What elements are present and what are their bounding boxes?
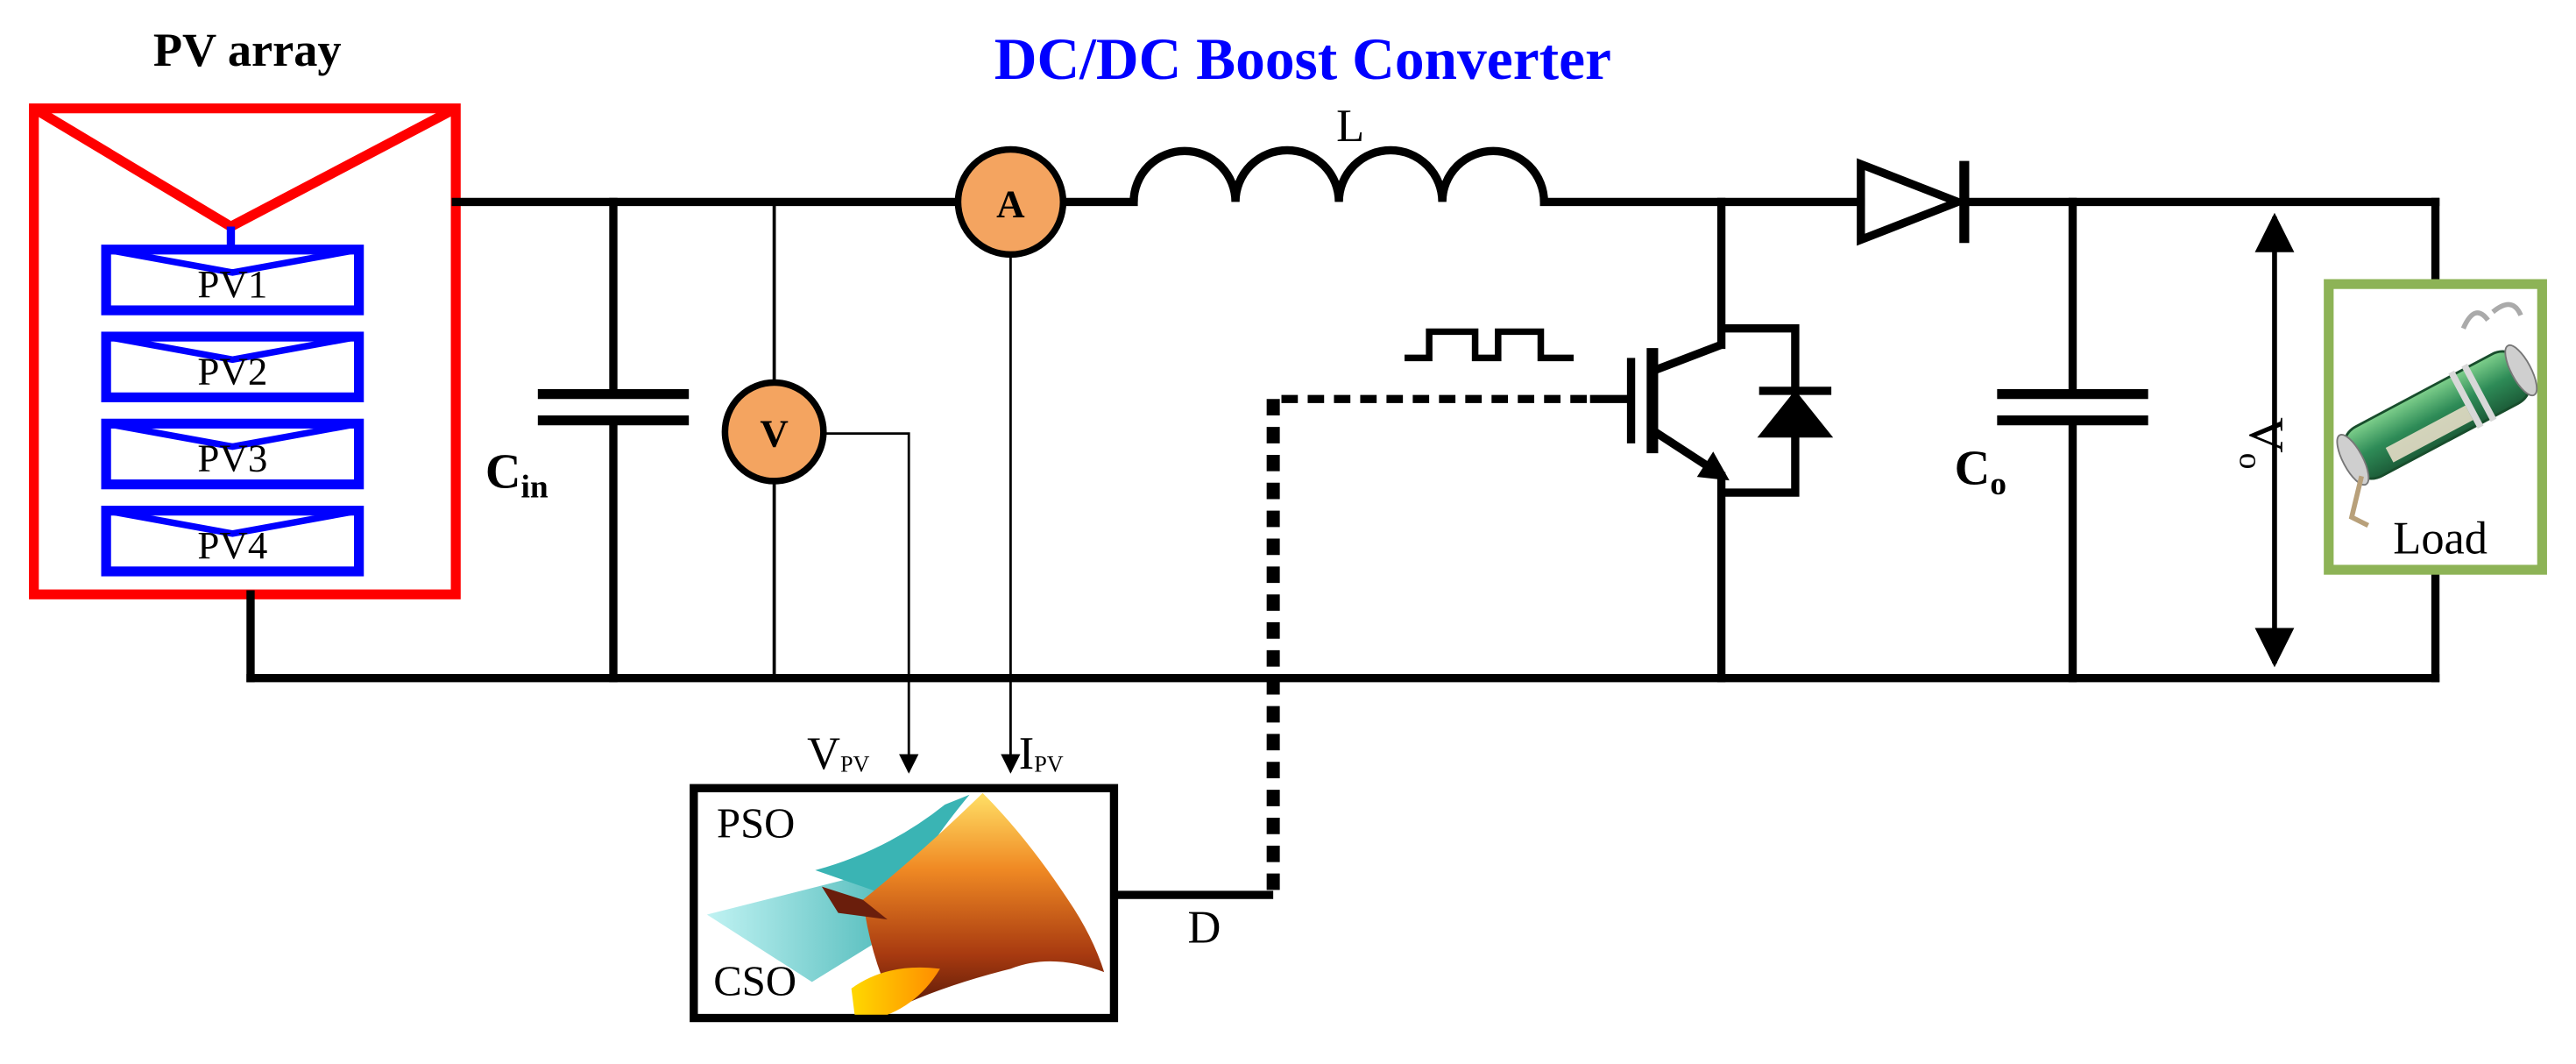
pv-module-symbol: [105, 246, 360, 276]
pv-array-frame: [29, 103, 461, 599]
pv-array-label: PV array: [153, 24, 342, 76]
vo-label: Vo: [2233, 417, 2293, 469]
mppt-controller: PSO CSO: [690, 784, 1119, 1023]
pv-module-label: PV1: [197, 262, 267, 306]
pv-module-frame: [101, 418, 364, 490]
pv-module-frame: [101, 245, 364, 316]
duty-command-line: [1117, 394, 1587, 899]
boost-diode: [1857, 158, 1970, 246]
pv-module: PV4: [101, 506, 364, 577]
ammeter: A: [954, 145, 1067, 259]
pv-module-symbol: [105, 420, 360, 450]
sense-lines: [823, 254, 1021, 774]
pv-module-frame: [101, 506, 364, 577]
ammeter-label: A: [996, 181, 1025, 225]
duty-label: D: [1188, 902, 1221, 953]
load-resistor-image: [2336, 301, 2538, 528]
pv-module-label: PV4: [197, 523, 267, 567]
pv-module-label: PV3: [197, 436, 267, 480]
igbt-switch: [1589, 324, 1834, 497]
inductor: L: [1129, 101, 1548, 202]
pv-module-label: PV2: [197, 349, 267, 393]
vpv-label: VPV: [807, 728, 869, 779]
pv-module: PV1: [101, 245, 364, 316]
converter-title: DC/DC Boost Converter: [994, 26, 1611, 92]
voltmeter-label: V: [760, 412, 788, 456]
co-label: Co: [1955, 442, 2006, 502]
load: Load: [2324, 279, 2547, 575]
pv-module-symbol: [105, 507, 360, 537]
load-label: Load: [2393, 513, 2488, 564]
voltmeter: V: [721, 379, 827, 485]
pv-module-frame: [101, 331, 364, 402]
matlab-logo: [706, 792, 1105, 1015]
output-voltage-arrow: Vo: [2233, 212, 2295, 668]
pwm-pulse-icon: [1405, 328, 1574, 362]
pv-module: PV2: [101, 331, 364, 402]
input-capacitor: Cin: [485, 389, 690, 506]
cso-label: CSO: [713, 957, 796, 1004]
pv-array-symbol: [31, 103, 458, 232]
ipv-label: IPV: [1019, 728, 1064, 779]
inductor-label: L: [1336, 101, 1364, 152]
pv-module-symbol: [105, 333, 360, 364]
circuit-wires: [246, 197, 2440, 683]
pso-label: PSO: [717, 799, 795, 847]
pv-module: PV3: [101, 418, 364, 490]
vpv-sense-line: [823, 432, 919, 774]
cin-label: Cin: [485, 444, 548, 505]
output-capacitor: Co: [1955, 389, 2148, 502]
